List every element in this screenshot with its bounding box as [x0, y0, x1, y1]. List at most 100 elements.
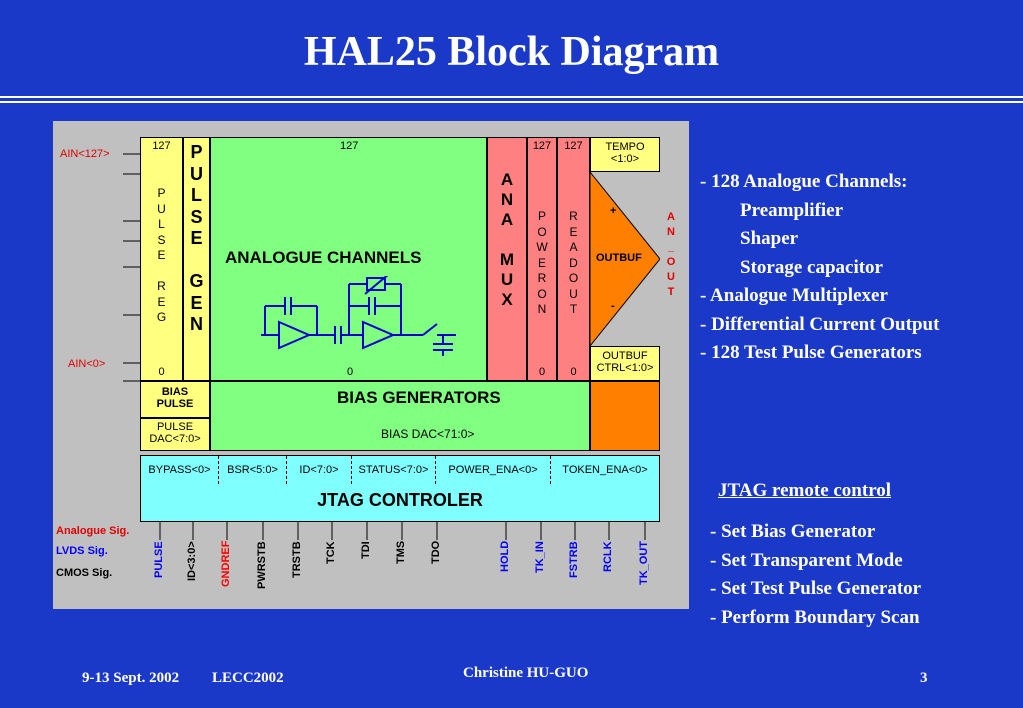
pulse-reg-letter: S — [157, 232, 166, 247]
an-out-letter: N — [667, 226, 675, 238]
poweron-letter: N — [537, 302, 547, 316]
outbuf-label: OUTBUF — [596, 252, 642, 264]
pulse-gen-letter: E — [190, 228, 203, 248]
title-rule-bottom — [0, 101, 1023, 103]
feature-subitem: Preamplifier — [740, 199, 844, 221]
ana-mux-letter — [488, 230, 526, 250]
poweron-letter: P — [537, 209, 546, 223]
legend-cmos: CMOS Sig. — [56, 567, 113, 579]
jtag-item: - Perform Boundary Scan — [710, 606, 920, 628]
outbuf-minus: - — [611, 300, 615, 312]
tempo-block: TEMPO <1:0> — [590, 137, 660, 172]
jtag-controler-label: JTAG CONTROLER — [317, 490, 483, 510]
pin-label: GNDREF — [220, 540, 232, 587]
ana-mux-letter: X — [501, 290, 513, 309]
pin-label: ID<3:0> — [186, 541, 198, 581]
jtag-remote-list: - Set Bias Generator - Set Transparent M… — [710, 518, 921, 632]
outbuf-plus: + — [610, 205, 617, 217]
pulse-reg-top: 127 — [152, 140, 171, 152]
outbuf-triangle — [590, 172, 660, 346]
footer-date: 9-13 Sept. 2002 — [82, 670, 180, 686]
bias-generators-block: BIAS GENERATORS BIAS DAC<71:0> — [210, 381, 590, 451]
feature-list: - 128 Analogue Channels: Preamplifier Sh… — [700, 168, 939, 368]
pin-label: TMS — [395, 540, 407, 564]
jtag-item: - Set Transparent Mode — [710, 549, 903, 571]
feature-subitem: Shaper — [740, 228, 799, 249]
jtag-register-row: BYPASS<0>BSR<5:0>ID<7:0>STATUS<7:0>POWER… — [141, 456, 659, 484]
pin-label: RCLK — [602, 541, 614, 572]
ain-0-label: AIN<0> — [68, 358, 106, 370]
pin-label: TDO — [430, 540, 442, 564]
analogue-channels-block: 127 ANALOGUE CHANNELS 0 — [210, 137, 487, 381]
pulse-gen-letter: P — [190, 142, 203, 162]
poweron-top: 127 — [532, 140, 552, 152]
outbuf-bias-block — [590, 381, 660, 451]
pulse-reg-bottom: 0 — [158, 366, 165, 378]
pulse-dac-line2: DAC<7:0> — [149, 433, 201, 445]
pin-label: TCK — [325, 541, 337, 564]
pin-label: FSTRB — [568, 541, 580, 578]
pin-label: TK_IN — [534, 541, 546, 573]
bias-pulse-line2: PULSE — [156, 398, 194, 410]
jtag-item: - Set Bias Generator — [710, 521, 876, 542]
pulse-gen-letter: L — [191, 185, 202, 205]
pin-label: HOLD — [499, 540, 511, 572]
pulse-gen-letter: E — [190, 292, 203, 313]
feature-item: - 128 Test Pulse Generators — [700, 342, 922, 363]
preamp-shaper-circuit — [261, 276, 456, 356]
readout-letter: A — [569, 240, 578, 254]
pulse-gen-letter: N — [190, 314, 203, 334]
analogue-bottom-index: 0 — [347, 366, 354, 378]
pulse-reg-letter: U — [157, 201, 166, 216]
readout-letter: U — [569, 286, 578, 301]
outbuf-ctrl-block: OUTBUF CTRL<1:0> — [590, 346, 660, 381]
analogue-channels-label: ANALOGUE CHANNELS — [225, 248, 422, 267]
pin-label: TRSTB — [291, 541, 303, 578]
outbuf-ctrl-range: CTRL<1:0> — [596, 362, 654, 374]
poweron-bottom: 0 — [538, 366, 546, 378]
pulse-gen-letter: G — [189, 271, 204, 291]
analogue-top-index: 127 — [340, 140, 359, 152]
jtag-block: BYPASS<0>BSR<5:0>ID<7:0>STATUS<7:0>POWER… — [140, 455, 660, 522]
pulse-reg-letter — [141, 264, 182, 280]
an-out-letter: _ — [667, 241, 675, 253]
jtag-register-cell: BYPASS<0> — [141, 456, 219, 484]
pulse-dac-line1: PULSE — [156, 421, 194, 433]
tempo-range: <1:0> — [610, 153, 640, 165]
ana-mux-letter: A — [500, 170, 514, 189]
readout-top: 127 — [564, 140, 583, 152]
page-title: HAL25 Block Diagram — [303, 29, 720, 75]
pulse-gen-letter: S — [190, 206, 203, 227]
pin-label: PULSE — [153, 541, 165, 578]
jtag-register-cell: ID<7:0> — [287, 456, 352, 484]
feature-item: - 128 Analogue Channels: — [700, 171, 908, 192]
poweron-letter: R — [537, 271, 547, 285]
bias-dac-label: BIAS DAC<71:0> — [381, 427, 475, 441]
pin-label: TDI — [360, 541, 372, 559]
bias-pulse-line1: BIAS — [161, 386, 189, 398]
jtag-register-cell: BSR<5:0> — [219, 456, 287, 484]
poweron-letter: O — [537, 286, 547, 301]
jtag-item: - Set Test Pulse Generator — [710, 578, 922, 599]
pulse-reg-letter: E — [157, 248, 166, 262]
pulse-reg-letter: G — [156, 310, 167, 324]
an-out-letter: U — [667, 271, 675, 283]
jtag-remote-title: JTAG remote control — [718, 480, 892, 501]
legend-lvds: LVDS Sig. — [56, 545, 108, 557]
jtag-register-cell: STATUS<7:0> — [352, 456, 436, 484]
poweron-letter: O — [537, 224, 547, 239]
readout-letter: O — [568, 271, 579, 285]
an-out-letter: O — [666, 256, 676, 268]
pulse-reg-letter: P — [157, 186, 166, 200]
readout-letter: R — [569, 209, 578, 223]
pulse-gen-letter: U — [190, 163, 203, 184]
title-rule-top — [0, 96, 1023, 98]
legend-analogue: Analogue Sig. — [56, 525, 130, 537]
